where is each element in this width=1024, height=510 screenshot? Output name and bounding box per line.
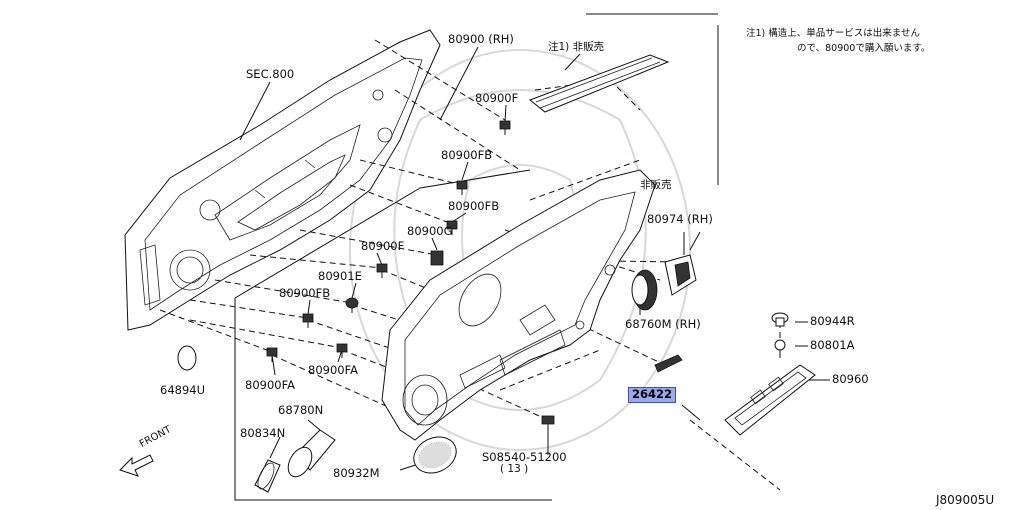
screws xyxy=(771,312,789,358)
label-80900g[interactable]: 80900G xyxy=(407,224,453,238)
note-line-2: ので、80900で購入願います。 xyxy=(797,43,931,54)
label-80900f-top[interactable]: 80900F xyxy=(475,91,519,105)
label-80834n[interactable]: 80834N xyxy=(240,426,286,440)
label-80801a[interactable]: 80801A xyxy=(810,338,855,352)
trim-clips xyxy=(266,120,555,432)
label-68760m-rh[interactable]: 68760M (RH) xyxy=(625,317,701,331)
label-80900fa-2[interactable]: 80900FA xyxy=(308,363,359,377)
label-80900-rh[interactable]: 80900 (RH) xyxy=(448,32,514,46)
label-80901e[interactable]: 80901E xyxy=(318,269,362,283)
label-not-sold: 非販売 xyxy=(640,179,672,191)
lamp-part xyxy=(654,354,683,373)
label-80960[interactable]: 80960 xyxy=(832,372,869,386)
label-80932m[interactable]: 80932M xyxy=(333,466,380,480)
label-08540-qty: ( 13 ) xyxy=(500,463,529,475)
drawing-id: J809005U xyxy=(936,493,995,507)
door-trim-panel xyxy=(381,169,656,441)
speaker-and-grille xyxy=(631,232,697,311)
duct-and-ring xyxy=(254,429,336,493)
round-cap-part xyxy=(177,345,197,371)
label-26422-highlighted[interactable]: 26422 xyxy=(628,387,677,403)
label-80900fa-1[interactable]: 80900FA xyxy=(245,378,296,392)
label-80900fb-3[interactable]: 80900FB xyxy=(279,286,331,300)
label-sec800[interactable]: SEC.800 xyxy=(246,67,295,81)
label-note1-not-sold: 注1) 非販売 xyxy=(548,41,605,53)
label-80900fb-1[interactable]: 80900FB xyxy=(441,148,493,162)
door-molding-strip xyxy=(529,54,670,113)
label-80974-rh[interactable]: 80974 (RH) xyxy=(647,212,713,226)
label-80900fb-2[interactable]: 80900FB xyxy=(448,199,500,213)
assembly-frame xyxy=(234,13,719,501)
note-line-1: 注1) 構造上、単品サービスは出来ません xyxy=(746,28,920,39)
label-80944r[interactable]: 80944R xyxy=(810,314,855,328)
label-80900f-mid[interactable]: 80900F xyxy=(361,239,405,253)
label-08540-51200[interactable]: S08540-51200 xyxy=(482,450,567,464)
door-inner-panel xyxy=(124,29,441,331)
switch-panel xyxy=(724,364,816,436)
label-64894u[interactable]: 64894U xyxy=(160,383,206,397)
speaker-grille-disk xyxy=(413,436,457,474)
label-68780n[interactable]: 68780N xyxy=(278,403,324,417)
front-arrow-icon xyxy=(119,454,154,477)
